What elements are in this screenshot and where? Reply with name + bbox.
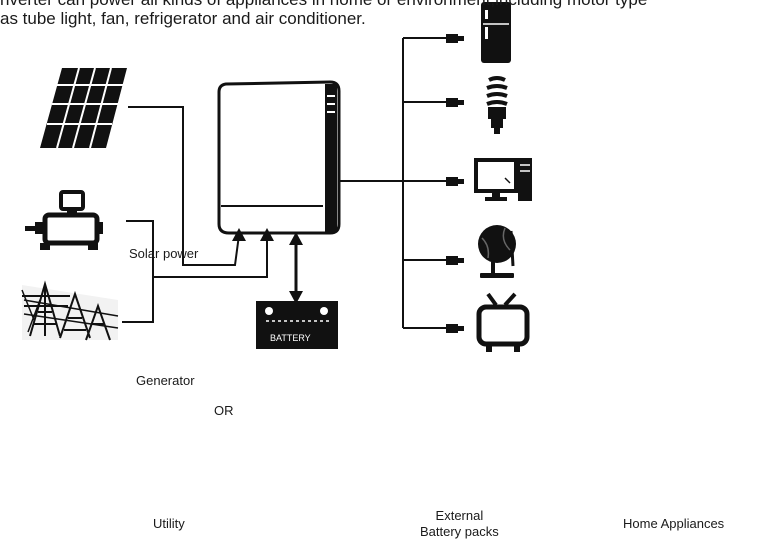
generator-icon (25, 190, 103, 250)
intro-text-line-2: as tube light, fan, refrigerator and air… (0, 9, 366, 28)
intro-text-line-1: nverter can power all kinds of appliance… (0, 0, 647, 10)
external-battery-label: External Battery packs (420, 508, 499, 540)
power-pylon-icon (21, 280, 119, 341)
inverter-icon (217, 80, 341, 235)
solar-power-label: Solar power (129, 246, 199, 261)
generator-label: Generator (136, 373, 195, 388)
battery-icon: BATTERY (256, 301, 338, 349)
or-label: OR (214, 403, 234, 418)
solar-panel-icon (40, 67, 127, 149)
tv-icon (476, 292, 530, 352)
plug-connectors (446, 34, 464, 333)
battery-link-arrow (289, 232, 303, 304)
computer-icon (474, 158, 532, 201)
output-wiring (339, 37, 448, 329)
home-appliances-label: Home Appliances (623, 516, 725, 531)
utility-label: Utility (153, 516, 185, 531)
refrigerator-icon (481, 2, 511, 63)
battery-label: BATTERY (270, 333, 311, 343)
external-battery-line-1: External (435, 508, 484, 523)
input-arrows (232, 228, 274, 241)
source-wiring (122, 106, 268, 323)
fan-icon (478, 225, 516, 278)
external-battery-line-2: Battery packs (420, 524, 499, 539)
light-bulb-icon (486, 76, 508, 134)
